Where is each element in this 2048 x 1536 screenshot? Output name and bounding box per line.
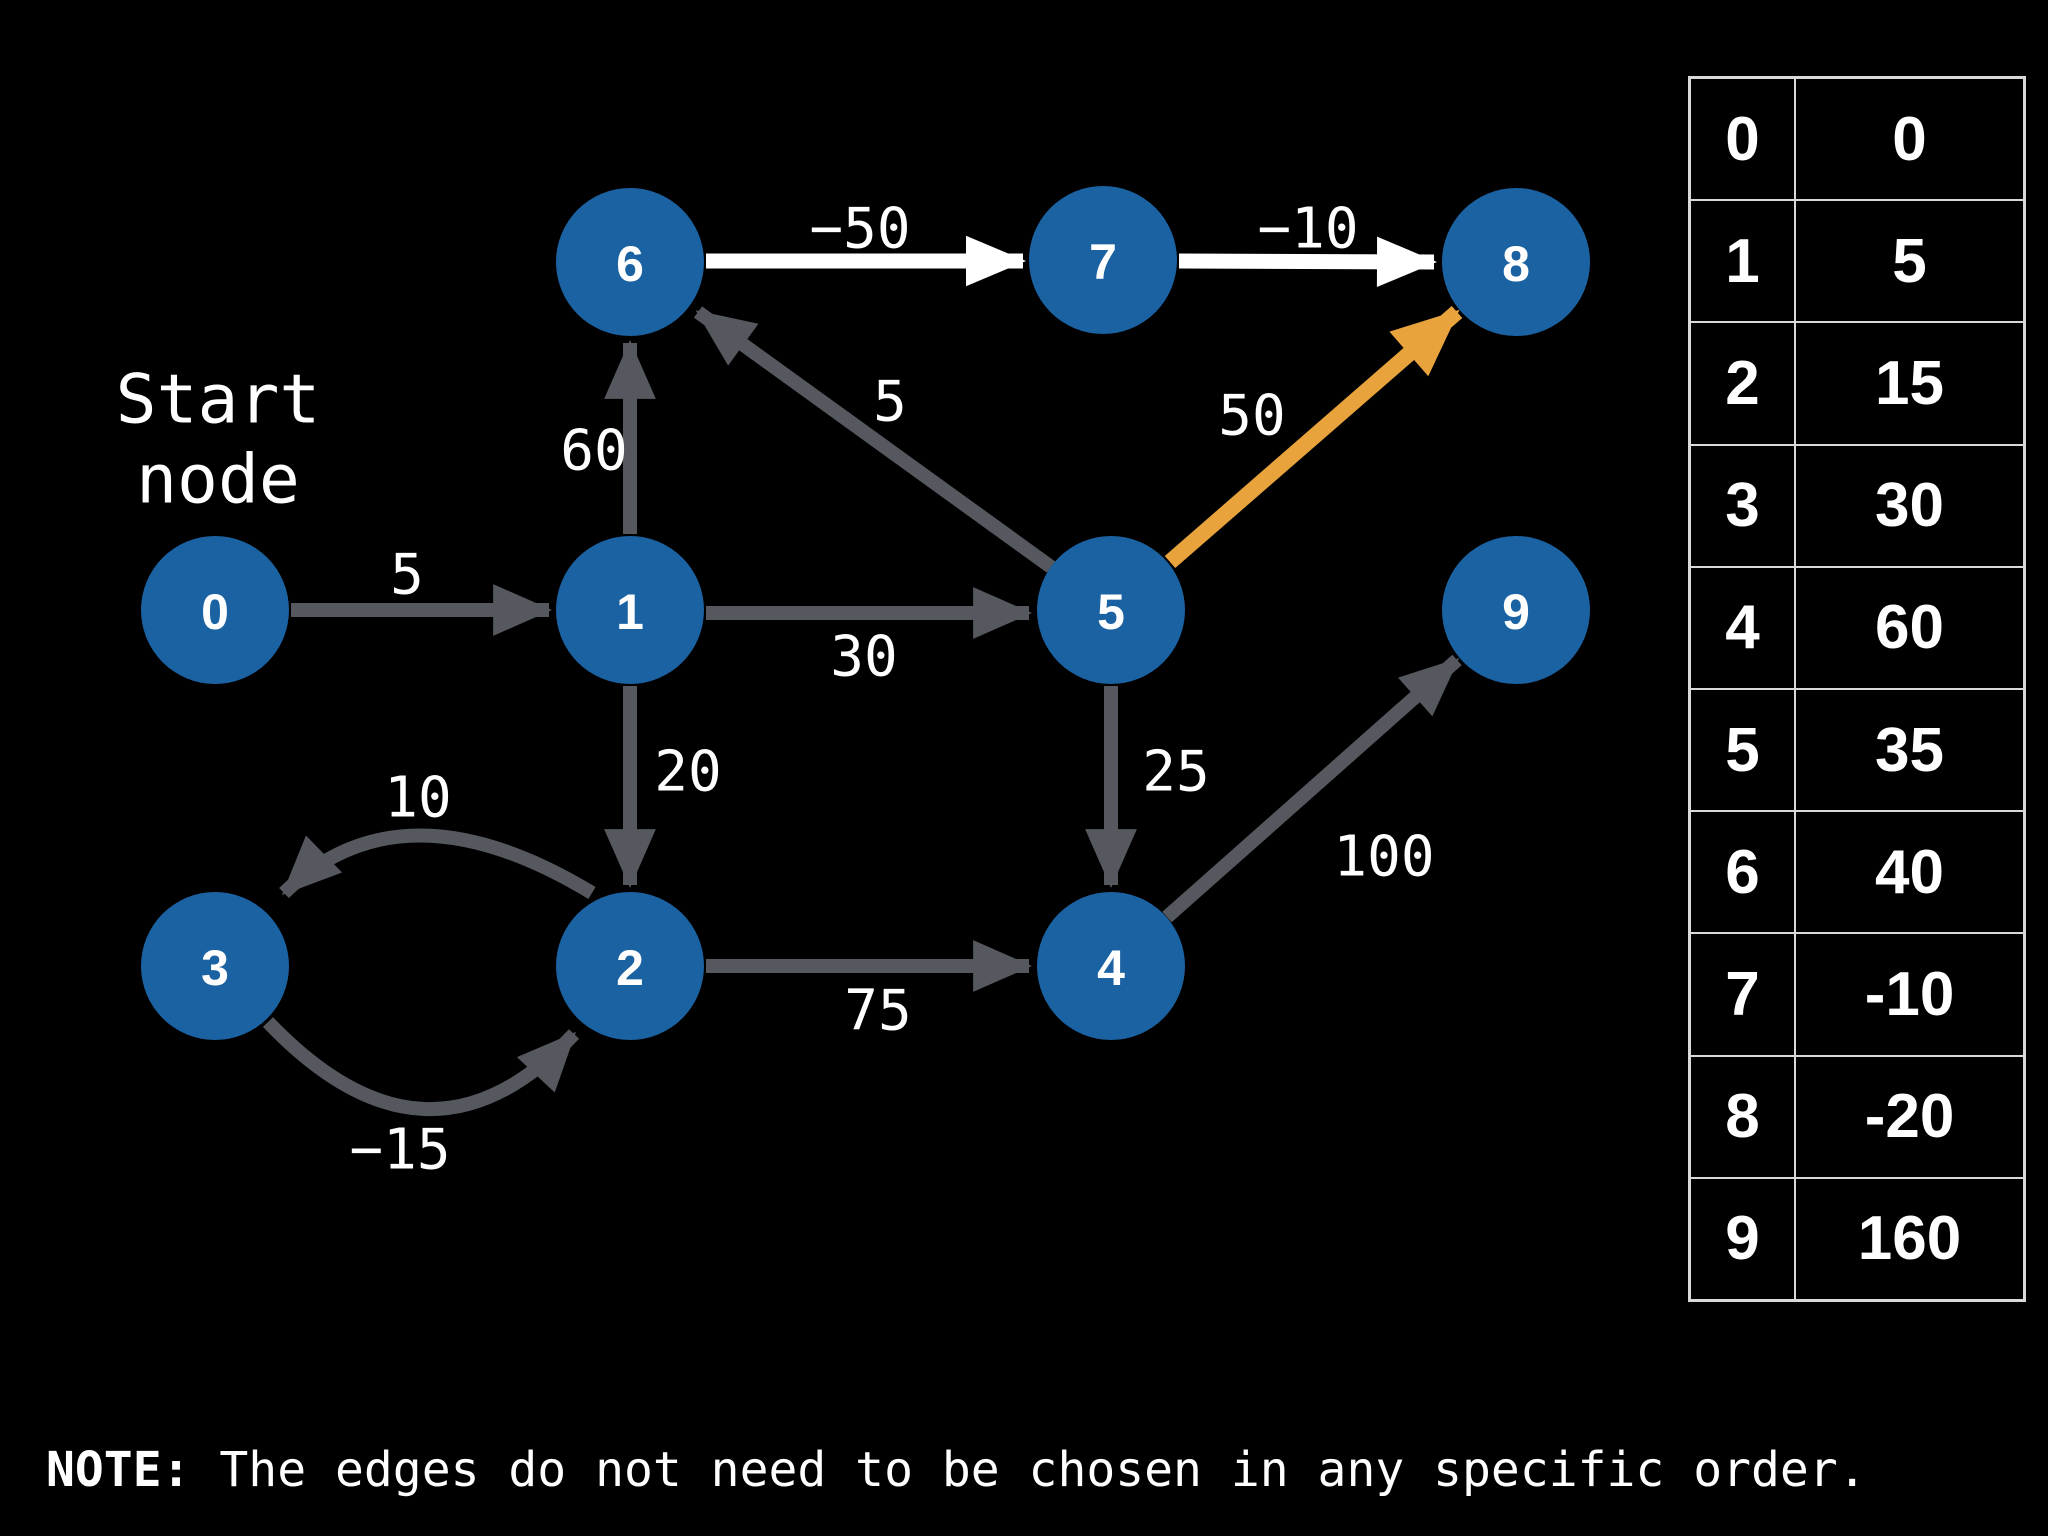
edge-5-8: [1164, 305, 1463, 569]
edge-weight-2-4: 75: [844, 979, 911, 1044]
table-cell-node: 7: [1690, 933, 1795, 1056]
edge-weight-4-9: 100: [1333, 825, 1434, 890]
node-1: [556, 536, 704, 684]
edge-weight-7-8: −10: [1257, 197, 1358, 262]
table-cell-distance: 5: [1795, 200, 2024, 323]
node-4-label: 4: [1097, 940, 1125, 996]
node-3: [141, 892, 289, 1040]
edge-weight-1-2: 20: [654, 740, 721, 805]
table-cell-node: 8: [1690, 1055, 1795, 1178]
table-cell-distance: -20: [1795, 1055, 2024, 1178]
edge-weight-6-7: −50: [809, 197, 910, 262]
node-8-label: 8: [1502, 236, 1530, 292]
table-cell-distance: 40: [1795, 811, 2024, 934]
table-cell-node: 6: [1690, 811, 1795, 934]
node-5-label: 5: [1097, 584, 1125, 640]
edge-2-3-curved: [279, 828, 596, 899]
node-7-label: 7: [1089, 234, 1117, 290]
edge-7-8: [1178, 236, 1437, 287]
node-2: [556, 892, 704, 1040]
table-cell-node: 9: [1690, 1177, 1795, 1300]
table-cell-node: 4: [1690, 566, 1795, 689]
node-7: [1029, 186, 1177, 334]
table-cell-distance: 30: [1795, 444, 2024, 567]
table-cell-node: 1: [1690, 200, 1795, 323]
table-cell-node: 3: [1690, 444, 1795, 567]
node-0: [141, 536, 289, 684]
edge-weight-5-4: 25: [1142, 740, 1209, 805]
node-6-label: 6: [616, 236, 644, 292]
node-2-label: 2: [616, 940, 644, 996]
table-cell-distance: 60: [1795, 566, 2024, 689]
table-cell-distance: -10: [1795, 933, 2024, 1056]
edge-weight-2-3: 10: [384, 766, 451, 831]
edge-4-9: [1162, 654, 1462, 923]
node-3-label: 3: [201, 940, 229, 996]
edge-weight-1-6: 60: [560, 419, 627, 484]
table-cell-node: 5: [1690, 688, 1795, 812]
edge-weight-5-6: 5: [873, 370, 907, 435]
table-cell-distance: 0: [1795, 78, 2024, 201]
edge-weight-3-2: −15: [349, 1118, 450, 1183]
edge-5-6: [693, 306, 1056, 573]
start-node-label-line2: node: [136, 441, 300, 520]
edge-weight-1-5: 30: [830, 625, 897, 690]
edges-layer: [262, 235, 1463, 1116]
node-5: [1037, 536, 1185, 684]
table-cell-distance: 160: [1795, 1177, 2024, 1300]
node-4: [1037, 892, 1185, 1040]
footer-note-text: The edges do not need to be chosen in an…: [190, 1442, 1867, 1498]
table-cell-node: 2: [1690, 322, 1795, 445]
edge-labels-layer: 5 60 −50 −10 5 50 30 20 25 10 −15 75 100: [349, 197, 1434, 1183]
edge-weight-0-1: 5: [390, 543, 424, 608]
node-0-label: 0: [201, 584, 229, 640]
table-cell-node: 0: [1690, 78, 1795, 201]
node-9: [1442, 536, 1590, 684]
footer-note: NOTE: The edges do not need to be chosen…: [46, 1442, 2006, 1498]
distance-table: 0 0 1 5 2 15 3 30 4 60 5 35 6 40 7 -10 8…: [1688, 76, 2026, 1302]
node-6: [556, 188, 704, 336]
edge-weight-5-8: 50: [1218, 384, 1285, 449]
table-cell-distance: 15: [1795, 322, 2024, 445]
edge-3-2-curved: [262, 1017, 580, 1116]
table-cell-distance: 35: [1795, 688, 2024, 812]
node-9-label: 9: [1502, 584, 1530, 640]
nodes-layer: 0 1 2 3 4 5 6 7 8 9: [141, 186, 1590, 1040]
start-node-label-line1: Start: [116, 361, 321, 440]
footer-note-prefix: NOTE:: [46, 1442, 191, 1498]
node-1-label: 1: [616, 584, 644, 640]
node-8: [1442, 188, 1590, 336]
